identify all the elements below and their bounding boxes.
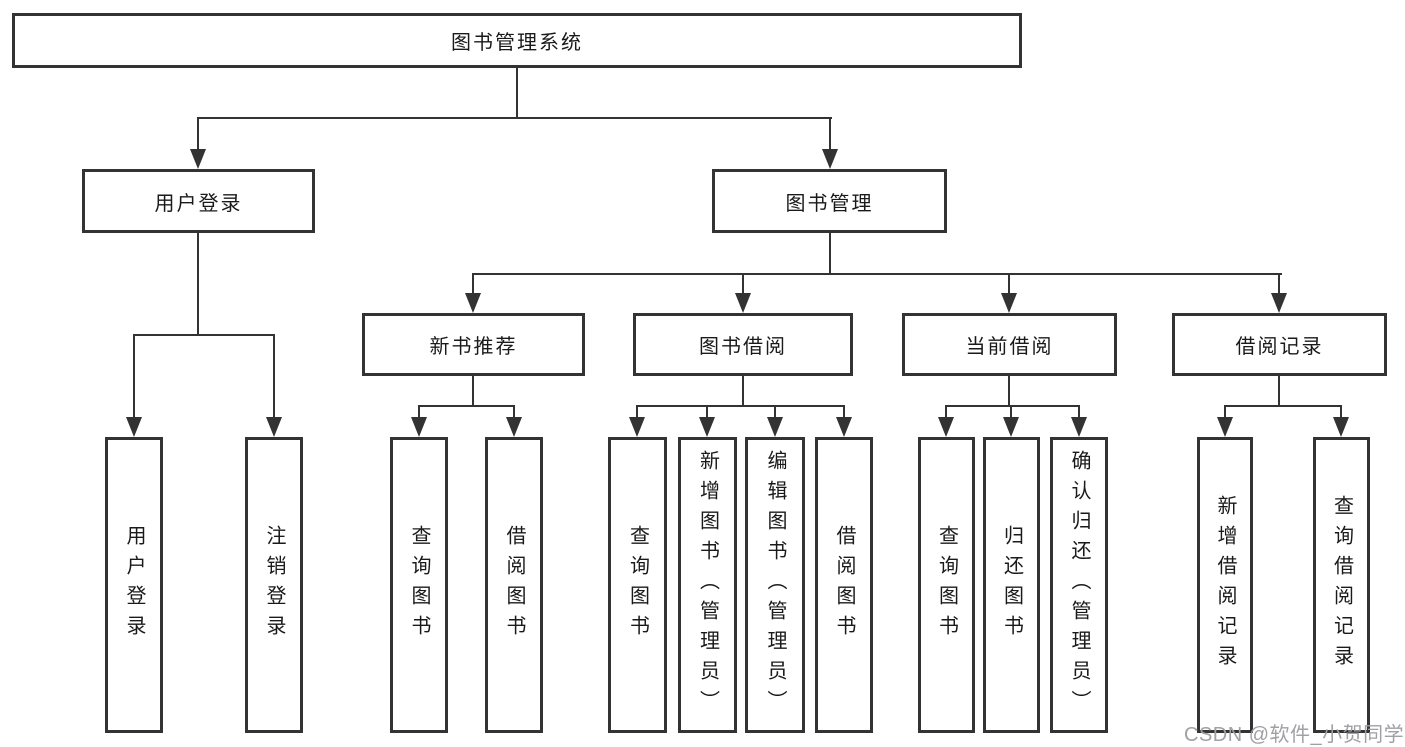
arrowhead-icon [1333, 417, 1349, 437]
connector-new-books-bar [418, 405, 515, 407]
connector-to-leaf [418, 407, 420, 417]
arrowhead-icon [190, 149, 206, 169]
node-root: 图书管理系统 [12, 13, 1022, 68]
arrowhead-icon [938, 417, 954, 437]
arrowhead-icon [1217, 417, 1233, 437]
connector-to-records [1278, 275, 1280, 293]
connector-to-leaf [513, 407, 515, 417]
arrowhead-icon [836, 417, 852, 437]
connector-root-to-book-mgmt [829, 119, 831, 150]
connector-records-bar [1224, 405, 1342, 407]
arrowhead-icon [506, 417, 522, 437]
node-current-borrowing: 当前借阅 [902, 313, 1117, 376]
leaf-records-add-record: 新增借阅记录 [1197, 437, 1253, 733]
leaf-borrowing-query-books: 查询图书 [608, 437, 667, 733]
connector-to-leaf [945, 407, 947, 417]
arrowhead-icon [411, 417, 427, 437]
arrowhead-icon [1003, 417, 1019, 437]
arrowhead-icon [126, 417, 142, 437]
connector-book-mgmt-bar [472, 273, 1282, 275]
csdn-watermark: CSDN @软件_小贺同学 [1184, 724, 1405, 746]
connector-borrowing-bar [636, 405, 845, 407]
connector-borrowing-stub [742, 376, 744, 407]
arrowhead-icon [1271, 293, 1287, 313]
connector-records-stub [1278, 376, 1280, 407]
connector-root-to-user-login [197, 119, 199, 150]
connector-root-bar [197, 117, 832, 119]
leaf-current-query-books: 查询图书 [918, 437, 975, 733]
leaf-records-query-record: 查询借阅记录 [1313, 437, 1370, 733]
connector-to-leaf-login [133, 336, 135, 417]
connector-user-login-stub [197, 233, 199, 336]
leaf-user-login: 用户登录 [105, 437, 163, 733]
connector-current-stub [1008, 376, 1010, 407]
connector-to-leaf [1010, 407, 1012, 417]
connector-book-mgmt-stub [829, 233, 831, 275]
node-book-mgmt: 图书管理 [712, 169, 947, 233]
connector-current-bar [945, 405, 1080, 407]
leaf-borrowing-add-books-admin: 新增图书（管理员） [678, 437, 737, 733]
arrowhead-icon [699, 417, 715, 437]
connector-to-leaf [1078, 407, 1080, 417]
leaf-newbooks-query-books: 查询图书 [390, 437, 448, 733]
arrowhead-icon [266, 417, 282, 437]
arrowhead-icon [465, 293, 481, 313]
arrowhead-icon [629, 417, 645, 437]
arrowhead-icon [767, 417, 783, 437]
leaf-current-confirm-return-admin: 确认归还（管理员） [1050, 437, 1108, 733]
connector-root-stub [516, 68, 518, 119]
connector-to-new-books [472, 275, 474, 293]
leaf-newbooks-borrow-books: 借阅图书 [485, 437, 543, 733]
node-book-borrowing: 图书借阅 [633, 313, 853, 376]
arrowhead-icon [735, 293, 751, 313]
connector-to-leaf [1224, 407, 1226, 417]
leaf-borrowing-borrow-books: 借阅图书 [815, 437, 873, 733]
arrowhead-icon [822, 149, 838, 169]
connector-user-login-bar [133, 334, 275, 336]
connector-to-leaf [1340, 407, 1342, 417]
connector-to-leaf-logout [273, 336, 275, 417]
connector-to-borrowing [742, 275, 744, 293]
connector-to-leaf [843, 407, 845, 417]
node-borrow-records: 借阅记录 [1172, 313, 1387, 376]
connector-to-current [1008, 275, 1010, 293]
arrowhead-icon [1001, 293, 1017, 313]
leaf-borrowing-edit-books-admin: 编辑图书（管理员） [745, 437, 805, 733]
connector-new-books-stub [472, 376, 474, 407]
connector-to-leaf [706, 407, 708, 417]
node-new-books: 新书推荐 [362, 313, 585, 376]
node-user-login: 用户登录 [82, 169, 315, 233]
connector-to-leaf [636, 407, 638, 417]
arrowhead-icon [1071, 417, 1087, 437]
leaf-current-return-books: 归还图书 [983, 437, 1040, 733]
connector-to-leaf [774, 407, 776, 417]
leaf-logout: 注销登录 [245, 437, 303, 733]
